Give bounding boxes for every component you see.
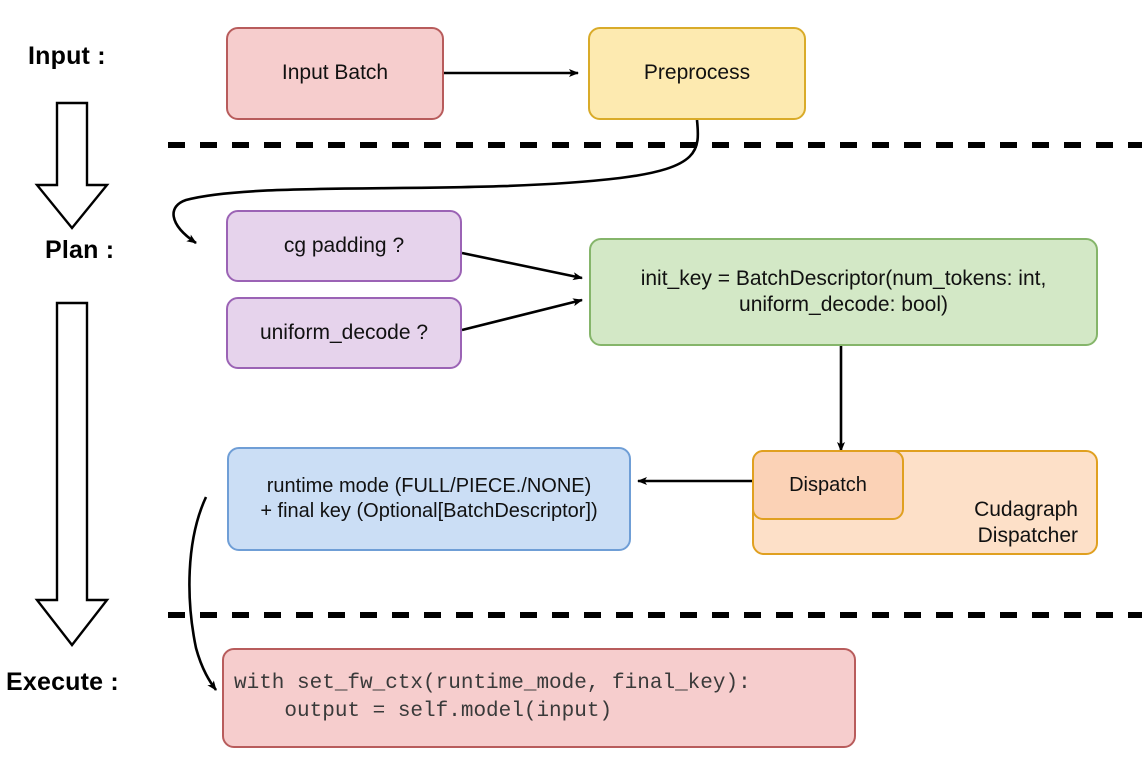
node-uniform-decode-label: uniform_decode ?	[259, 320, 429, 344]
node-cg-padding-label: cg padding ?	[283, 233, 405, 257]
plan-to-execute-arrow	[34, 301, 110, 647]
node-dispatch-label: Dispatch	[789, 473, 867, 496]
node-dispatch[interactable]: Dispatch	[752, 450, 904, 520]
cg-padding-to-initkey-connector	[461, 251, 583, 281]
stage-label-execute: Execute :	[6, 668, 119, 696]
stage-label-plan: Plan :	[45, 236, 115, 264]
node-input-batch-label: Input Batch	[281, 61, 389, 85]
node-init-key[interactable]: init_key = BatchDescriptor(num_tokens: i…	[589, 238, 1098, 346]
node-preprocess-label: Preprocess	[643, 61, 751, 85]
node-cg-padding[interactable]: cg padding ?	[226, 210, 462, 282]
node-uniform-decode[interactable]: uniform_decode ?	[226, 297, 462, 369]
code-line-1: with set_fw_ctx(runtime_mode, final_key)…	[234, 671, 751, 695]
node-cudagraph-dispatcher-line1: Cudagraph	[974, 497, 1078, 521]
node-cudagraph-dispatcher-line2: Dispatcher	[977, 523, 1078, 547]
node-input-batch[interactable]: Input Batch	[226, 27, 444, 120]
node-runtime-mode-line1: runtime mode (FULL/PIECE./NONE)	[266, 475, 592, 497]
input-to-plan-arrow	[34, 101, 110, 230]
runtime-mode-to-code-connector	[188, 496, 218, 691]
node-preprocess[interactable]: Preprocess	[588, 27, 806, 120]
node-init-key-line2: uniform_decode: bool)	[739, 293, 948, 316]
stage-label-input: Input :	[28, 42, 106, 70]
code-line-2: output = self.model(input)	[234, 700, 613, 723]
node-init-key-line1: init_key = BatchDescriptor(num_tokens: i…	[640, 266, 1047, 290]
node-execute-code[interactable]: with set_fw_ctx(runtime_mode, final_key)…	[222, 648, 856, 748]
node-runtime-mode[interactable]: runtime mode (FULL/PIECE./NONE) + final …	[227, 447, 631, 551]
node-runtime-mode-line2: + final key (Optional[BatchDescriptor])	[260, 500, 598, 522]
uniform-decode-to-initkey-connector	[461, 298, 583, 332]
